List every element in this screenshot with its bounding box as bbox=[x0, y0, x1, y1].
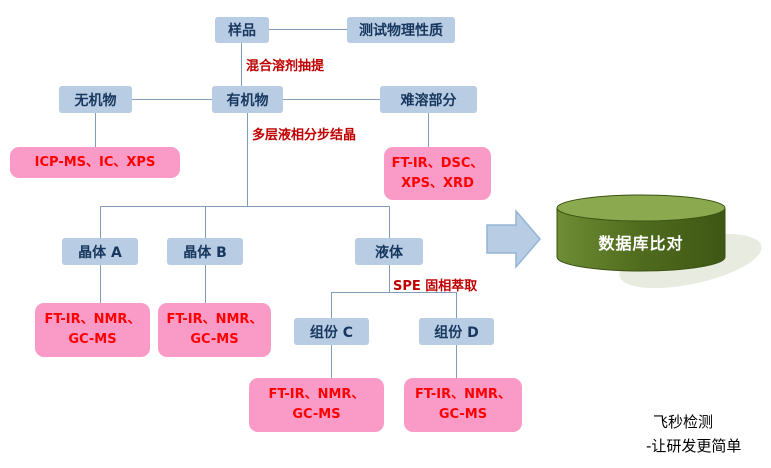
connector-line bbox=[241, 43, 242, 86]
connector-line bbox=[331, 292, 332, 318]
label-mixed-solvent-extraction: 混合溶剂抽提 bbox=[246, 59, 325, 74]
analysis-line: FT-IR、NMR、 bbox=[44, 312, 141, 327]
node-sample: 样品 bbox=[215, 17, 269, 43]
node-crystal-a: 晶体 A bbox=[62, 238, 138, 265]
node-organic: 有机物 bbox=[212, 86, 283, 113]
node-label: 液体 bbox=[375, 244, 403, 261]
analysis-box-component-c: FT-IR、NMR、 GC-MS bbox=[249, 378, 384, 432]
node-physical-test: 测试物理性质 bbox=[347, 17, 455, 43]
connector-line bbox=[331, 345, 332, 378]
database-cylinder: 数据库比对 bbox=[556, 194, 726, 274]
connector-line bbox=[100, 206, 389, 207]
analysis-line: FT-IR、NMR、 bbox=[268, 387, 365, 402]
connector-line bbox=[389, 206, 390, 238]
node-label: 组份 D bbox=[434, 324, 479, 341]
analysis-box-component-d: FT-IR、NMR、 GC-MS bbox=[404, 378, 522, 432]
database-label: 数据库比对 bbox=[598, 234, 684, 253]
analysis-line: FT-IR、NMR、 bbox=[415, 387, 511, 402]
analysis-box-inorganic: ICP-MS、IC、XPS bbox=[10, 147, 180, 178]
connector-line bbox=[389, 265, 390, 292]
analysis-line: ICP-MS、IC、XPS bbox=[34, 154, 156, 170]
analysis-line: GC-MS bbox=[292, 407, 341, 422]
connector-line bbox=[205, 206, 206, 238]
cylinder-shape-icon bbox=[556, 194, 726, 272]
node-crystal-b: 晶体 B bbox=[167, 238, 243, 265]
node-label: 组份 C bbox=[309, 324, 354, 341]
analysis-box-crystal-b: FT-IR、NMR、 GC-MS bbox=[158, 303, 271, 357]
node-label: 难溶部分 bbox=[400, 92, 457, 109]
analysis-box-insoluble: FT-IR、DSC、 XPS、XRD bbox=[384, 147, 491, 200]
node-liquid: 液体 bbox=[355, 238, 423, 265]
node-component-c: 组份 C bbox=[294, 318, 369, 345]
label-multilayer-crystallization: 多层液相分步结晶 bbox=[252, 128, 357, 143]
analysis-line: XPS、XRD bbox=[401, 175, 474, 191]
connector-line bbox=[283, 99, 380, 100]
connector-line bbox=[100, 206, 101, 238]
brand-text-line2: -让研发更简单 bbox=[646, 437, 742, 455]
node-label: 晶体 B bbox=[183, 244, 227, 261]
connector-line bbox=[100, 265, 101, 303]
connector-line bbox=[456, 292, 457, 318]
connector-line bbox=[269, 29, 347, 30]
connector-line bbox=[331, 292, 456, 293]
node-label: 样品 bbox=[228, 23, 256, 39]
node-inorganic: 无机物 bbox=[59, 86, 132, 113]
node-insoluble: 难溶部分 bbox=[380, 86, 477, 113]
connector-line bbox=[247, 113, 248, 206]
analysis-line: FT-IR、DSC、 bbox=[391, 155, 484, 171]
connector-line bbox=[95, 113, 96, 147]
brand-text-line1: 飞秒检测 bbox=[653, 413, 714, 431]
analysis-line: GC-MS bbox=[438, 407, 488, 422]
node-label: 无机物 bbox=[74, 92, 117, 109]
connector-line bbox=[205, 265, 206, 303]
node-component-d: 组份 D bbox=[419, 318, 494, 345]
analysis-line: GC-MS bbox=[190, 332, 239, 347]
connector-line bbox=[456, 345, 457, 378]
analysis-line: GC-MS bbox=[68, 332, 117, 347]
connector-line bbox=[132, 99, 212, 100]
analysis-line: FT-IR、NMR、 bbox=[166, 312, 263, 327]
connector-line bbox=[428, 113, 429, 147]
label-spe-extraction: SPE 固相萃取 bbox=[393, 279, 478, 294]
node-label: 晶体 A bbox=[78, 244, 122, 261]
analysis-box-crystal-a: FT-IR、NMR、 GC-MS bbox=[35, 303, 150, 357]
node-label: 有机物 bbox=[226, 92, 269, 109]
flow-arrow-icon bbox=[486, 208, 542, 270]
node-label: 测试物理性质 bbox=[359, 23, 443, 39]
